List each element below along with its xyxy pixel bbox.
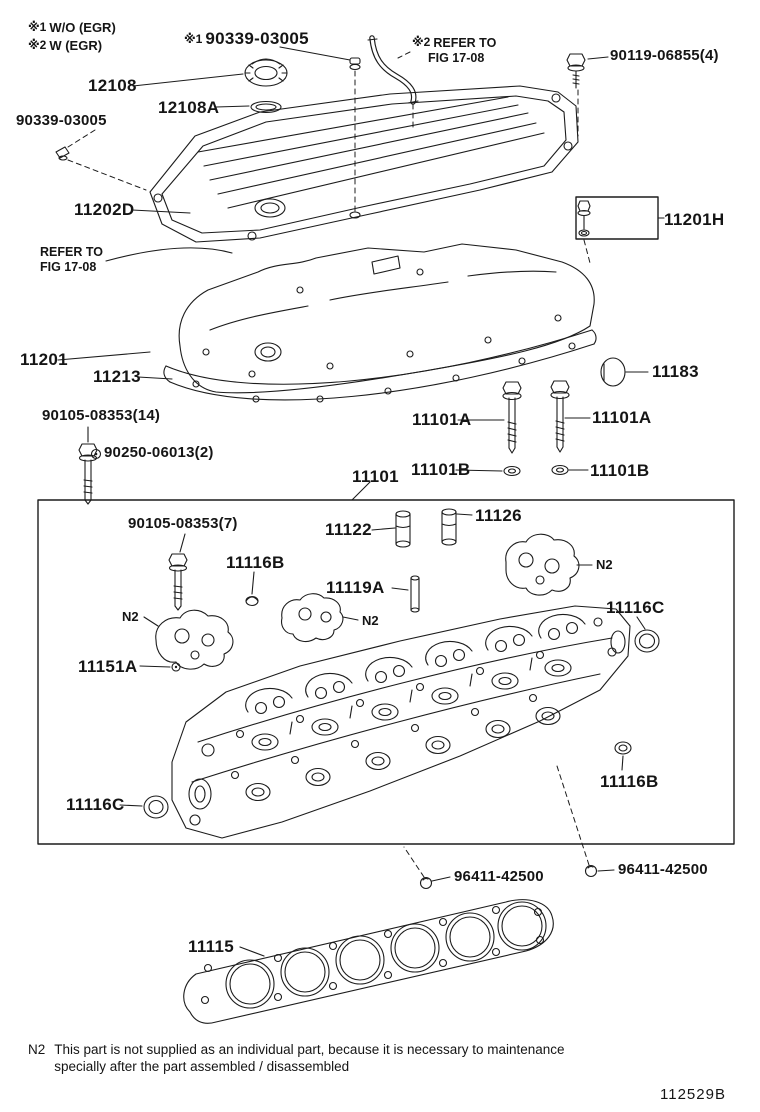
check-ball-left-drawing — [419, 876, 433, 890]
head-gasket-drawing — [183, 899, 554, 1024]
reference-mark-2: ※2 — [412, 35, 431, 49]
oil-cap-gasket-drawing — [250, 100, 282, 114]
footnote-line-1: This part is not supplied as an individu… — [54, 1042, 565, 1057]
label-refer-fig-left: REFER TO FIG 17-08 — [40, 245, 103, 275]
label-11116b-upper: 11116B — [226, 553, 285, 572]
legend-note-2-text: W (EGR) — [49, 38, 103, 53]
cylinder-head-drawing — [171, 605, 631, 839]
label-11116c-lower: 11116C — [66, 795, 125, 814]
legend-note-1-text: W/O (EGR) — [49, 20, 116, 35]
head-bolt-left-drawing — [502, 381, 522, 454]
label-11213: 11213 — [93, 367, 141, 386]
label-11183: 11183 — [652, 362, 699, 381]
label-11119a: 11119A — [326, 578, 385, 597]
n2-casting-right-drawing — [505, 533, 580, 596]
plug-11116c-right-drawing — [634, 629, 660, 653]
oil-filler-cap-drawing — [244, 58, 288, 87]
label-n2-middle: N2 — [362, 613, 379, 628]
fig-ref-text: FIG 17-08 — [428, 51, 485, 65]
footnote-line-2: specially after the part assembled / dis… — [54, 1058, 350, 1074]
label-11101b-right: 11101B — [590, 461, 650, 480]
leader-lines — [57, 46, 665, 957]
label-11101b-left: 11101B — [411, 460, 471, 479]
label-11201: 11201 — [20, 350, 68, 369]
label-90105-08353-14: 90105-08353(14) — [42, 407, 161, 424]
plug-11116c-lower-drawing — [143, 795, 169, 819]
label-90105-08353-7: 90105-08353(7) — [128, 515, 238, 532]
grommet-left-drawing — [55, 146, 70, 161]
bolt-90119-drawing — [566, 53, 586, 89]
n2-casting-middle-drawing — [281, 593, 344, 643]
label-90119-06855: 90119-06855(4) — [610, 47, 719, 64]
grommet-top-drawing — [349, 57, 361, 71]
cover-bolt-14-drawing — [78, 443, 98, 505]
bolt-washer-left-drawing — [503, 465, 521, 477]
valve-guide-right-drawing — [441, 508, 457, 546]
reference-mark-2: ※2 — [28, 38, 47, 52]
cap-11116b-lower-drawing — [614, 741, 632, 755]
label-11201h: 11201H — [664, 210, 725, 229]
plug-11151a-drawing — [171, 662, 181, 672]
label-96411-42500-left: 96411-42500 — [454, 868, 544, 885]
dowel-mark-drawing — [90, 448, 102, 460]
label-11101: 11101 — [352, 467, 399, 486]
label-11116c-right: 11116C — [606, 598, 665, 617]
fig-ref-text: FIG 17-08 — [40, 260, 97, 274]
n2-casting-left-drawing — [155, 609, 234, 670]
label-11202d: 11202D — [74, 200, 135, 219]
label-96411-42500-right: 96411-42500 — [618, 861, 708, 878]
label-n2-right: N2 — [596, 557, 613, 572]
head-cover-gasket-drawing — [163, 329, 597, 403]
refer-to-text: REFER TO — [40, 245, 103, 259]
label-11101a-left: 11101A — [412, 410, 472, 429]
reference-mark-1: ※1 — [28, 20, 47, 34]
doc-number: 112529B — [660, 1086, 726, 1103]
label-11151a: 11151A — [78, 657, 138, 676]
label-11122: 11122 — [325, 520, 372, 539]
valve-guide-left-drawing — [395, 510, 411, 548]
label-11116b-lower: 11116B — [600, 772, 659, 791]
semicircular-plug-drawing — [600, 357, 626, 387]
reference-mark-1: ※1 — [184, 32, 203, 46]
label-90250-06013: 90250-06013(2) — [104, 444, 214, 461]
cylinder-head-cover-drawing — [178, 243, 595, 394]
check-ball-right-drawing — [584, 864, 598, 878]
label-12108: 12108 — [88, 76, 137, 95]
label-11101a-right: 11101A — [592, 408, 652, 427]
label-n2-left: N2 — [122, 609, 139, 624]
label-90339-03005-left: 90339-03005 — [16, 112, 107, 129]
dashed-reference-lines — [67, 51, 591, 878]
refer-to-text: REFER TO — [433, 36, 497, 50]
part-number-text: 90339-03005 — [205, 29, 309, 48]
bolt-washer-right-drawing — [551, 464, 569, 476]
footnote-symbol: N2 — [28, 1042, 46, 1057]
label-11115: 11115 — [188, 937, 234, 956]
head-bolt-right-drawing — [550, 380, 570, 453]
label-11126: 11126 — [475, 506, 522, 525]
dowel-pin-drawing — [410, 575, 420, 613]
cap-11116b-upper-drawing — [245, 595, 259, 607]
upper-valve-cover-drawing — [149, 85, 579, 243]
label-12108a: 12108A — [158, 98, 220, 117]
assembly-boundary-box — [37, 499, 735, 845]
cover-bolt-7-drawing — [168, 553, 188, 611]
bolt-11201h-drawing — [575, 196, 659, 240]
footnote-n2: N2 This part is not supplied as an indiv… — [28, 1042, 565, 1076]
footnote-text: This part is not supplied as an individu… — [54, 1042, 564, 1076]
